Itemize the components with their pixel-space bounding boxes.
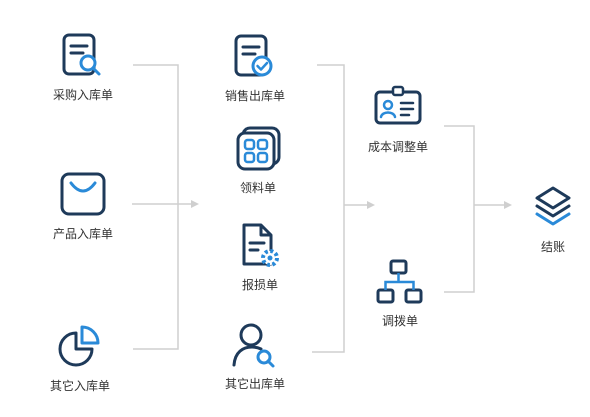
connector-group-outbound	[312, 64, 368, 353]
label-checkout: 结账	[540, 240, 565, 254]
arrow-head-2	[367, 201, 375, 209]
document-gear-icon	[242, 223, 279, 267]
label-material: 领料单	[239, 181, 276, 195]
document-check-icon	[234, 34, 273, 77]
id-card-icon	[374, 85, 422, 125]
arrow-head-1	[191, 200, 199, 208]
app-grid-icon	[236, 126, 281, 171]
label-other-in: 其它入库单	[49, 379, 110, 393]
hierarchy-icon	[376, 259, 423, 304]
label-transfer: 调拨单	[381, 314, 418, 328]
label-cost-adjust: 成本调整单	[367, 140, 428, 154]
label-sales-out: 销售出库单	[224, 89, 285, 103]
label-product-in: 产品入库单	[52, 227, 113, 241]
user-search-icon	[232, 323, 275, 368]
layers-icon	[535, 186, 571, 226]
label-damage: 报损单	[241, 278, 278, 292]
arrow-head-3	[504, 201, 512, 209]
connector-group-adjust	[444, 125, 505, 293]
label-other-out: 其它出库单	[224, 377, 285, 391]
pie-chart-icon	[58, 325, 100, 367]
shopping-bag-icon	[60, 172, 106, 216]
label-purchase-in: 采购入库单	[52, 88, 113, 102]
document-search-icon	[62, 33, 101, 76]
connector-group-inbound	[132, 64, 192, 350]
